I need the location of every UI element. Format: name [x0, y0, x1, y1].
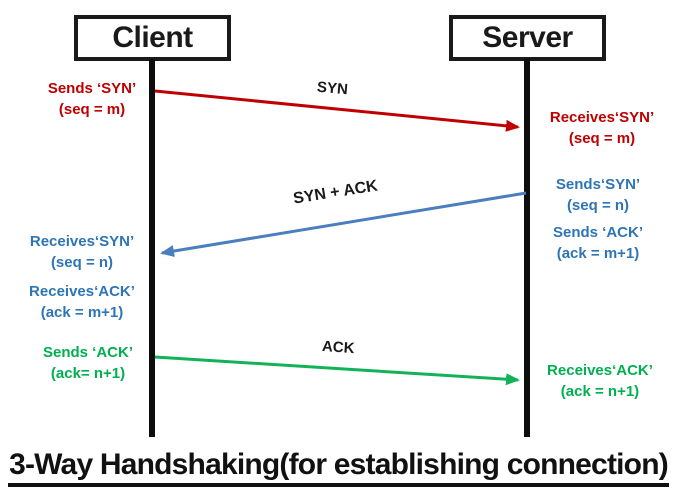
note-line: Receives‘ACK’ [547, 362, 653, 379]
note-line: (ack = n+1) [560, 383, 640, 400]
client-receives-syn-note: Receives‘SYN’ (seq = n) [12, 231, 152, 273]
diagram-title-text: 3-Way Handshaking(for establishing conne… [8, 448, 669, 487]
note-line: (ack = m+1) [40, 304, 124, 321]
syn-ack-arrow [160, 191, 527, 257]
server-lifeline [524, 59, 530, 437]
server-receives-syn-note: Receives‘SYN’ (seq = m) [532, 107, 672, 149]
server-receives-ack-note: Receives‘ACK’ (ack = n+1) [530, 360, 670, 402]
client-sends-syn-note: Sends ‘SYN’ (seq = m) [22, 78, 162, 120]
syn-arrow [154, 89, 520, 132]
syn-message-label: SYN [316, 78, 349, 99]
note-line: Sends ‘ACK’ [42, 344, 133, 361]
client-lifeline [149, 59, 155, 437]
note-line: Receives‘SYN’ [29, 233, 135, 250]
note-line: Sends ‘SYN’ [47, 80, 137, 97]
actor-client-label: Client [112, 21, 193, 54]
note-line: (seq = m) [568, 130, 636, 147]
note-line: Sends‘SYN’ [555, 176, 641, 193]
client-sends-ack-note: Sends ‘ACK’ (ack= n+1) [18, 342, 158, 384]
ack-arrow [154, 355, 520, 386]
client-receives-ack-note: Receives‘ACK’ (ack = m+1) [12, 281, 152, 323]
note-line: (ack = m+1) [556, 245, 640, 262]
note-line: Sends ‘ACK’ [552, 224, 643, 241]
note-line: (seq = n) [50, 254, 114, 271]
actor-client-box: Client [74, 15, 231, 61]
note-line: Receives‘ACK’ [29, 283, 135, 300]
ack-message-label: ACK [321, 337, 356, 358]
note-line: (seq = n) [566, 197, 630, 214]
server-sends-ack-note: Sends ‘ACK’ (ack = m+1) [528, 222, 668, 264]
diagram-title: 3-Way Handshaking(for establishing conne… [0, 448, 677, 487]
note-line: Receives‘SYN’ [549, 109, 655, 126]
server-sends-syn-note: Sends‘SYN’ (seq = n) [528, 174, 668, 216]
note-line: (ack= n+1) [50, 365, 126, 382]
note-line: (seq = m) [58, 101, 126, 118]
actor-server-label: Server [482, 21, 573, 54]
